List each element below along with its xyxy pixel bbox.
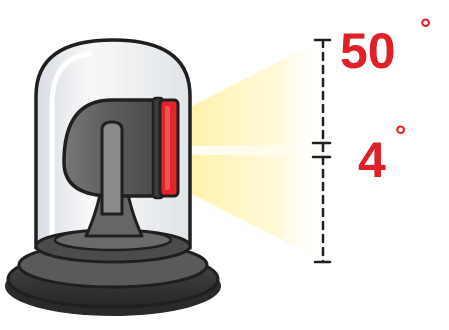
narrow-angle-degree-symbol: °	[395, 120, 406, 151]
wide-angle-degree-symbol: °	[420, 13, 431, 44]
narrow-angle-label: 4 °	[358, 120, 406, 188]
wide-angle-value: 50	[340, 23, 396, 79]
wide-angle-label: 50 °	[340, 13, 431, 79]
narrow-angle-value: 4	[358, 132, 386, 188]
rotating-beacon-icon	[5, 40, 221, 316]
